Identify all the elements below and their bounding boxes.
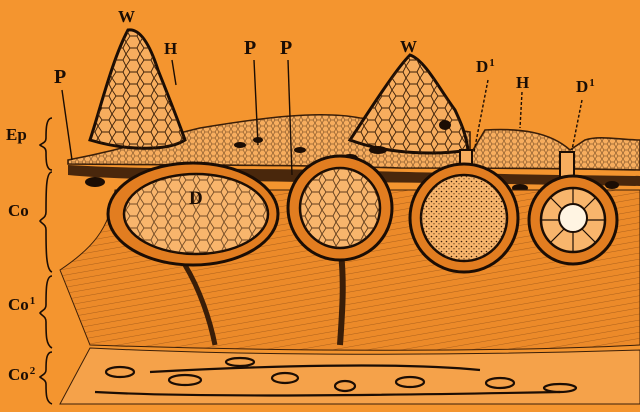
label-P-mid2: P — [280, 38, 292, 58]
label-D1-right: D1 — [576, 78, 595, 95]
label-H-left: H — [164, 40, 177, 57]
label-Co: Co — [8, 202, 29, 219]
label-Co1: Co1 — [8, 296, 35, 313]
label-Ep: Ep — [6, 126, 27, 143]
layer-braces — [40, 118, 52, 404]
label-D1-left: D1 — [476, 58, 495, 75]
label-wart-right: W — [400, 38, 417, 55]
label-H-right: H — [516, 74, 529, 91]
label-P-left: P — [54, 67, 66, 87]
label-Co2: Co2 — [8, 366, 35, 383]
label-wart-left: W — [118, 8, 135, 25]
label-P-mid1: P — [244, 38, 256, 58]
label-gland-D: D — [189, 189, 203, 208]
